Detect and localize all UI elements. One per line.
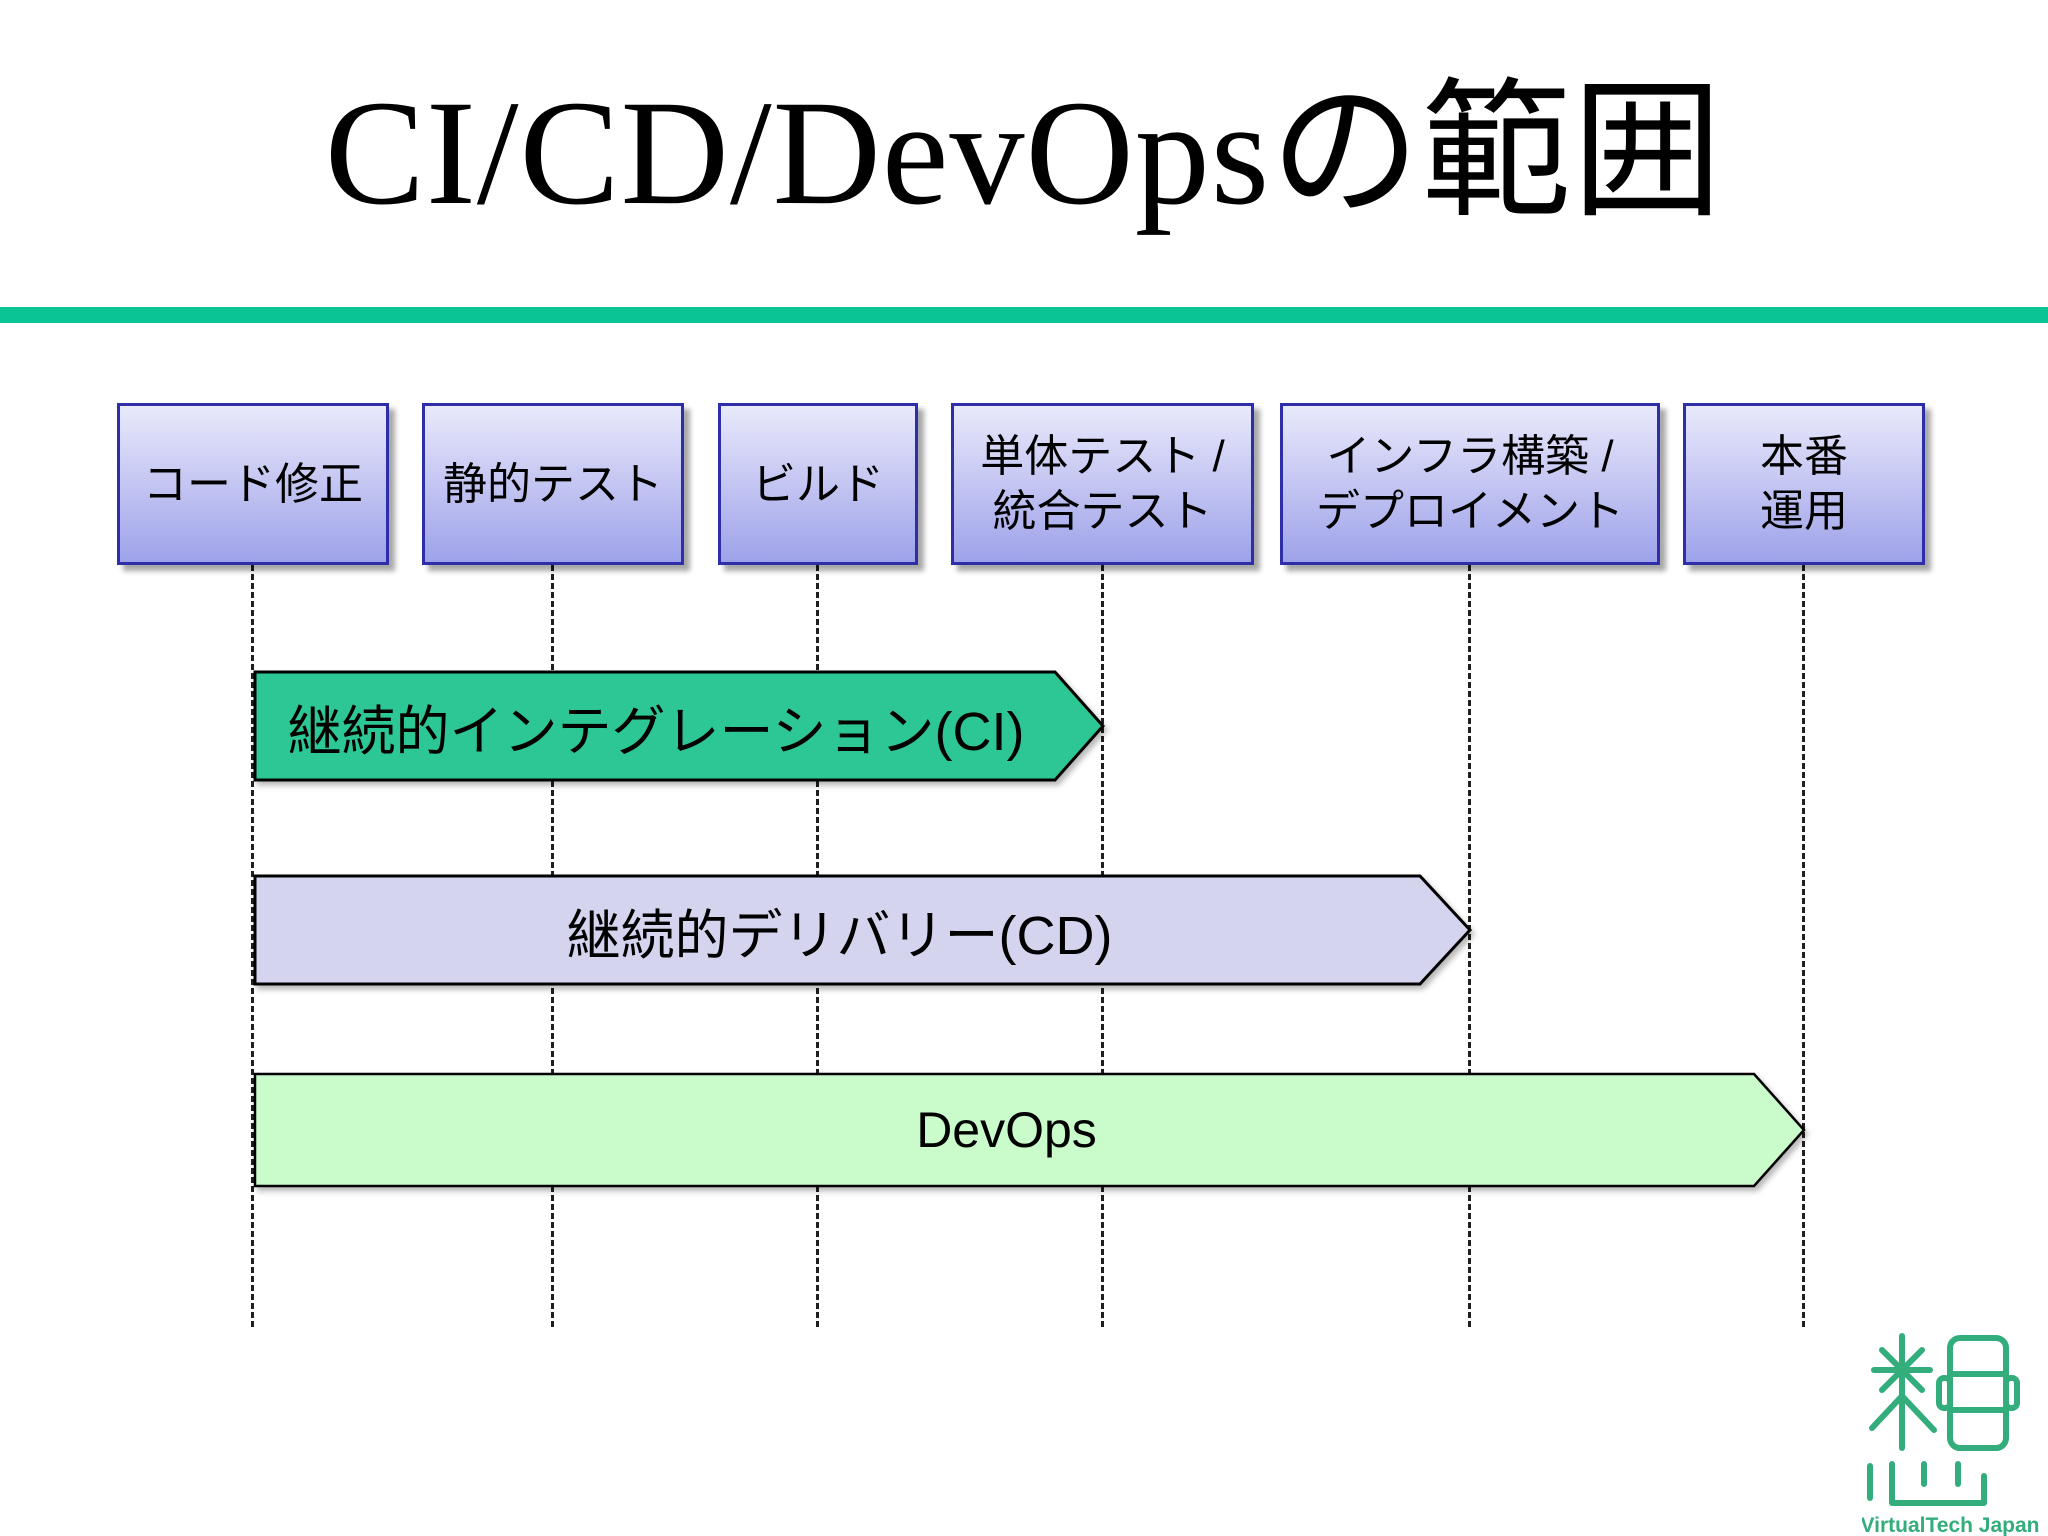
slide-title: CI/CD/DevOpsの範囲 <box>324 70 1724 236</box>
devops-span-arrow: DevOps <box>253 1072 1808 1188</box>
stage-label: 静的テスト <box>443 459 663 509</box>
stage-box-static-test: 静的テスト <box>422 403 684 565</box>
dashed-guide-line <box>1802 565 1805 1327</box>
ci-span-arrow: 継続的インテグレーション(CI) <box>253 670 1107 782</box>
cd-arrow-shape <box>253 874 1473 986</box>
dashed-guide-line <box>1468 565 1471 1327</box>
dashed-guide-line <box>251 565 254 1327</box>
stage-label: 単体テスト / 統合テスト <box>980 432 1225 536</box>
stage-box-build: ビルド <box>718 403 918 565</box>
ci-arrow-shape <box>253 670 1106 782</box>
stage-box-code-fix: コード修正 <box>117 403 389 565</box>
stage-label: 本番 運用 <box>1760 432 1848 536</box>
cd-span-arrow: 継続的デリバリー(CD) <box>253 874 1474 986</box>
stage-box-unit-integration-test: 単体テスト / 統合テスト <box>951 403 1254 565</box>
logo-text: VirtualTech Japan <box>1862 1514 2039 1536</box>
devops-arrow-shape <box>253 1072 1806 1188</box>
devops-arrow-label: DevOps <box>916 1102 1097 1158</box>
stage-label: コード修正 <box>143 459 363 509</box>
cd-arrow-label: 継続的デリバリー(CD) <box>566 905 1113 966</box>
stage-box-infra-deployment: インフラ構築 / デプロイメント <box>1280 403 1660 565</box>
stage-box-production-ops: 本番 運用 <box>1683 403 1925 565</box>
logo-mark-icon <box>1867 1333 2020 1506</box>
accent-divider-bar <box>0 307 2048 323</box>
ci-arrow-label: 継続的インテグレーション(CI) <box>287 701 1025 762</box>
stage-label: インフラ構築 / デプロイメント <box>1316 432 1624 536</box>
virtualtech-japan-logo: VirtualTech Japan <box>1862 1326 2040 1536</box>
stage-label: ビルド <box>752 459 884 509</box>
